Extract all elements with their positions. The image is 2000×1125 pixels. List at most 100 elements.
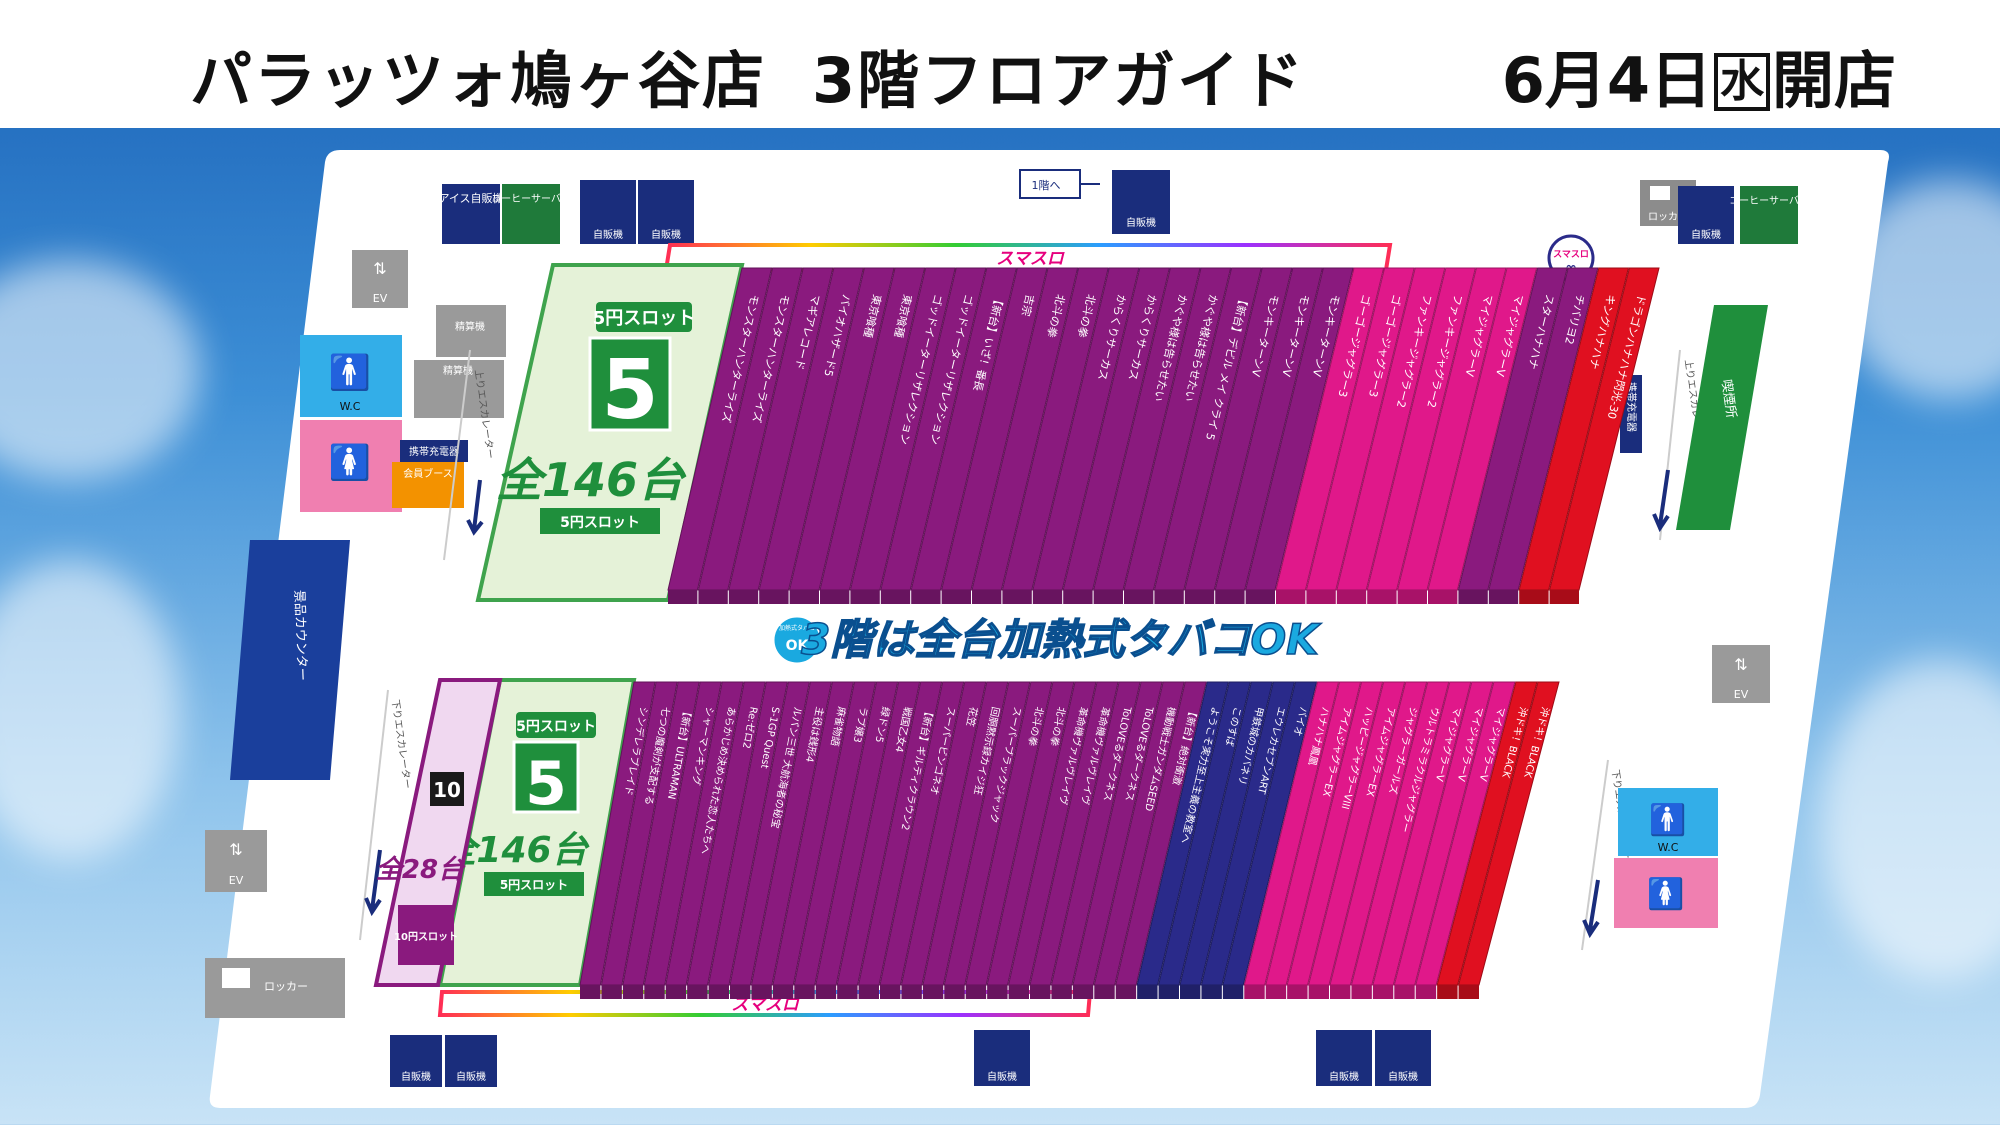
five-yen-heading: 5円スロット xyxy=(593,308,696,329)
vending-machine: 自販機 xyxy=(638,180,694,244)
slot-row-base xyxy=(1093,590,1123,604)
slot-row-base xyxy=(1287,985,1308,999)
slot-row-bank xyxy=(1372,681,1472,986)
slot-row-base xyxy=(708,985,729,999)
slot-row-base xyxy=(911,590,941,604)
slot-row-base xyxy=(698,590,728,604)
five-yen-zone-bottom: 5円スロット 5 全146台 5円スロット xyxy=(437,678,637,987)
slot-row-bank xyxy=(622,681,700,986)
slot-row-base xyxy=(1180,985,1201,999)
slot-row: Re:ゼロ2 xyxy=(686,681,766,999)
slot-row-base xyxy=(601,985,622,999)
ice-vending-machine: アイス自販機 xyxy=(438,184,504,244)
slot-row: アイムジャグラーEX xyxy=(1307,681,1406,999)
ten-yen-zone: 10 全28台 10円スロット xyxy=(373,678,503,987)
slot-row-base xyxy=(941,590,971,604)
slot-row-base xyxy=(644,985,665,999)
slot-row-base xyxy=(622,985,644,999)
lower-slot-rows: シンデレラブレイド七つの魔剣が支配する【新台】ULTRAMANシャーマンキングあ… xyxy=(579,681,1560,999)
slot-row-bank xyxy=(1329,681,1428,986)
slot-row-base xyxy=(1094,985,1115,999)
open-date-text: 6月4日 xyxy=(1501,44,1712,117)
slot-row-base xyxy=(972,590,1002,604)
slot-row-base xyxy=(1184,590,1215,604)
slot-row-label: 吉宗 xyxy=(1019,293,1038,318)
phone-charger: 携帯充電器 xyxy=(400,440,468,462)
slot-row-base xyxy=(1458,590,1488,604)
elevator-bottom-left: ⇅ EV xyxy=(205,830,267,892)
svg-text:OK: OK xyxy=(786,638,810,654)
slot-row-base xyxy=(1030,985,1051,999)
escalator-arrow-icon xyxy=(1652,469,1670,533)
slot-row-base xyxy=(1549,590,1579,604)
female-restroom-icon: 🚺 xyxy=(329,443,371,483)
svg-text:EV: EV xyxy=(373,292,388,305)
settlement-machine: 精算機 xyxy=(414,360,504,418)
svg-text:自販機: 自販機 xyxy=(1329,1070,1359,1083)
slot-row-base xyxy=(1008,985,1029,999)
escalator-arrow-icon xyxy=(466,479,484,536)
ten-yen-count: 全28台 xyxy=(376,855,466,885)
elevator-icon: ⇅ xyxy=(1734,655,1747,674)
slot-row-base xyxy=(1428,590,1458,604)
slot-row-base xyxy=(1437,985,1458,999)
five-yen-bottom-label: 5円スロット xyxy=(500,878,568,892)
slot-row: 東京喰種 xyxy=(819,267,926,604)
cloud xyxy=(0,260,200,480)
svg-text:自販機: 自販機 xyxy=(1126,216,1156,229)
slot-row: チバリヨ2 xyxy=(1488,267,1599,604)
ten-yen-bottom-label: 10円スロット xyxy=(394,931,458,943)
slot-row: ハナハナ鳳凰 xyxy=(1243,681,1340,999)
five-yen-count: 全146台 xyxy=(496,453,687,507)
slot-row-base xyxy=(1063,590,1093,604)
svg-text:W.C: W.C xyxy=(1658,841,1679,854)
slot-row: バイオ xyxy=(1222,681,1318,999)
slot-row-base xyxy=(1051,985,1072,999)
slot-row-base xyxy=(1330,985,1351,999)
svg-text:ロッカー: ロッカー xyxy=(264,980,308,993)
locker-icon xyxy=(222,968,250,988)
slot-row-base xyxy=(1244,985,1265,999)
slot-row-base xyxy=(837,985,858,999)
slot-row: バイオハザード5 xyxy=(758,267,865,604)
slot-row-base xyxy=(901,985,922,999)
slot-row-base xyxy=(987,985,1008,999)
slot-row-bank xyxy=(1222,681,1318,986)
locker-bottom-left: ロッカー xyxy=(205,958,345,1018)
slot-row-base xyxy=(850,590,880,604)
cloud xyxy=(0,560,180,860)
svg-text:精算機: 精算機 xyxy=(443,364,473,377)
prize-counter: 景品カウンター xyxy=(230,540,350,780)
slot-row-bank xyxy=(665,681,744,986)
smaslo-banner-top: スマスロ xyxy=(663,243,1393,272)
slot-row: マギアレコード xyxy=(728,267,834,604)
slot-row-bank xyxy=(729,681,810,986)
slot-row-base xyxy=(665,985,687,999)
svg-text:自販機: 自販機 xyxy=(987,1070,1017,1083)
slot-row-base xyxy=(1158,985,1179,999)
slot-row-base xyxy=(728,590,759,604)
svg-text:自販機: 自販機 xyxy=(593,228,623,241)
smoking-room: 喫煙所 xyxy=(1676,305,1768,530)
vending-machine: 自販機 xyxy=(1678,186,1734,244)
slot-row-bank xyxy=(1072,681,1163,986)
svg-text:携帯充電器: 携帯充電器 xyxy=(409,445,459,458)
to-first-floor-label: 1階へ xyxy=(1032,178,1061,192)
vending-machine: 自販機 xyxy=(1316,1030,1372,1086)
slot-row-base xyxy=(668,590,698,604)
slot-row: シャーマンキング xyxy=(643,681,722,999)
slot-row: 吉宗 xyxy=(940,267,1048,604)
svg-text:携帯充電器: 携帯充電器 xyxy=(1625,382,1638,432)
slot-row-bank xyxy=(772,681,855,986)
slot-row-base xyxy=(880,985,901,999)
slot-row: 花笠 xyxy=(900,681,987,999)
coffee-server-label: コーヒーサーバー xyxy=(491,193,571,205)
slot-row-bank xyxy=(965,681,1053,986)
svg-text:EV: EV xyxy=(1734,688,1749,701)
slot-row-base xyxy=(1458,985,1479,999)
svg-text:EV: EV xyxy=(229,874,244,887)
male-restroom-icon: 🚹 xyxy=(329,353,371,393)
